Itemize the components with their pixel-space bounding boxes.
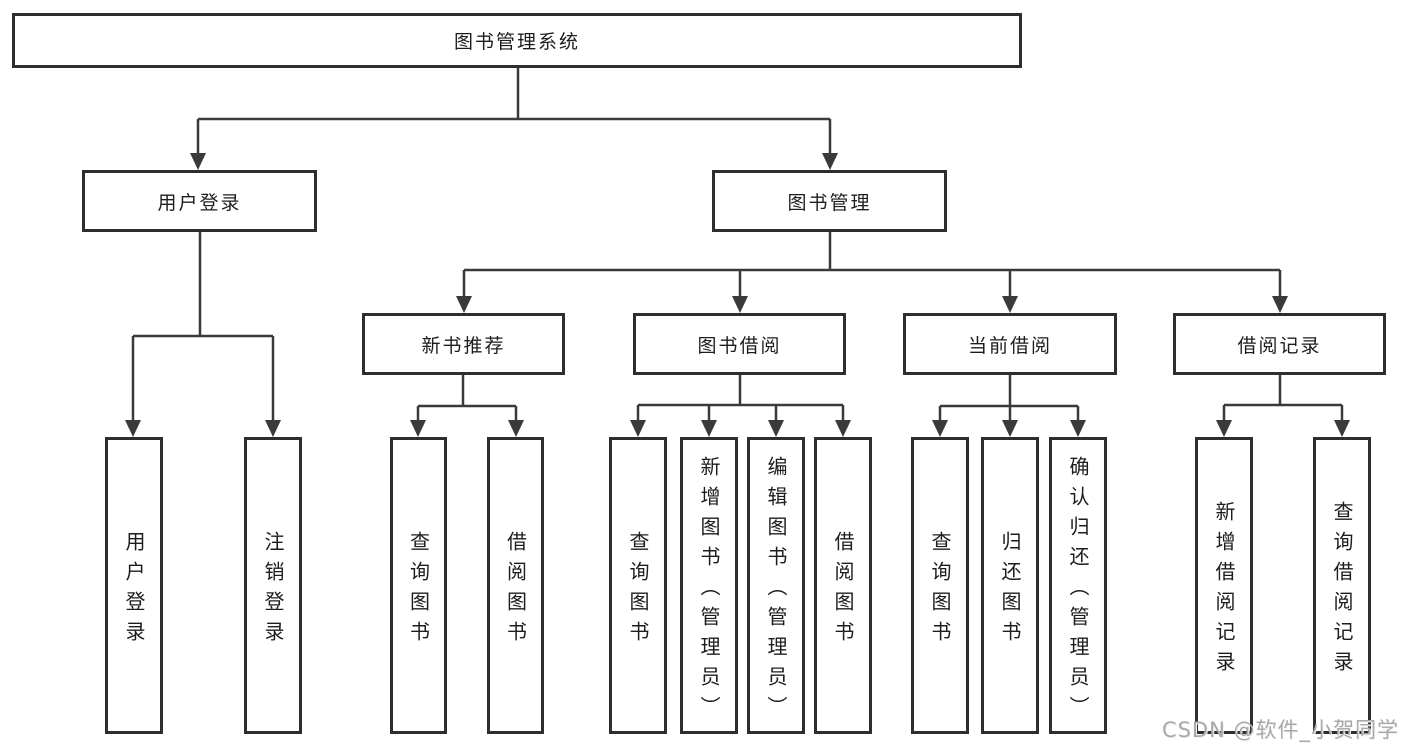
node-current-borrowing: 当前借阅 — [903, 313, 1117, 375]
node-new-book-recommend: 新书推荐 — [362, 313, 565, 375]
leaf-records-add-record-label: 新增借阅记录 — [1212, 500, 1236, 681]
leaf-current-query-books-label: 查询图书 — [928, 530, 952, 651]
leaf-newbook-query-books-label: 查询图书 — [406, 530, 431, 651]
leaf-borrowing-borrow-books-label: 借阅图书 — [831, 530, 855, 651]
leaf-newbook-borrow-books-label: 借阅图书 — [503, 530, 528, 651]
csdn-watermark: CSDN @软件_小贺同学 — [1161, 718, 1399, 742]
leaf-borrowing-edit-books-admin: 编辑图书（管理员） — [747, 437, 805, 734]
leaf-borrowing-query-books: 查询图书 — [609, 437, 667, 734]
leaf-logout-label: 注销登录 — [261, 530, 285, 651]
leaf-records-query-record: 查询借阅记录 — [1313, 437, 1371, 734]
leaf-records-query-record-label: 查询借阅记录 — [1330, 500, 1354, 681]
edges-root-to-level2 — [190, 68, 838, 170]
node-book-management: 图书管理 — [712, 170, 947, 232]
leaf-user-login-label: 用户登录 — [122, 530, 146, 651]
leaf-logout: 注销登录 — [244, 437, 302, 734]
leaf-borrowing-borrow-books: 借阅图书 — [814, 437, 872, 734]
leaf-borrowing-query-books-label: 查询图书 — [626, 530, 650, 651]
leaf-records-add-record: 新增借阅记录 — [1195, 437, 1253, 734]
leaf-current-return-books-label: 归还图书 — [998, 530, 1022, 651]
edges-current-borrowing-children — [932, 375, 1086, 437]
node-borrowing-records: 借阅记录 — [1173, 313, 1386, 375]
edges-book-management-children — [456, 232, 1288, 313]
leaf-current-query-books: 查询图书 — [911, 437, 969, 734]
node-user-login: 用户登录 — [82, 170, 317, 232]
leaf-borrowing-add-books-admin-label: 新增图书（管理员） — [697, 455, 721, 726]
leaf-newbook-borrow-books: 借阅图书 — [487, 437, 544, 734]
node-book-borrowing: 图书借阅 — [633, 313, 846, 375]
edges-user-login-children — [125, 232, 281, 437]
edges-borrowing-records-children — [1216, 375, 1350, 437]
leaf-borrowing-edit-books-admin-label: 编辑图书（管理员） — [764, 455, 788, 726]
leaf-current-confirm-return-admin-label: 确认归还（管理员） — [1066, 455, 1090, 726]
edges-book-borrowing-children — [630, 375, 851, 437]
edges-new-book-recommend-children — [410, 375, 524, 437]
leaf-current-return-books: 归还图书 — [981, 437, 1039, 734]
leaf-newbook-query-books: 查询图书 — [390, 437, 447, 734]
leaf-current-confirm-return-admin: 确认归还（管理员） — [1049, 437, 1107, 734]
node-library-management-system: 图书管理系统 — [12, 13, 1022, 68]
leaf-user-login: 用户登录 — [105, 437, 163, 734]
leaf-borrowing-add-books-admin: 新增图书（管理员） — [680, 437, 738, 734]
